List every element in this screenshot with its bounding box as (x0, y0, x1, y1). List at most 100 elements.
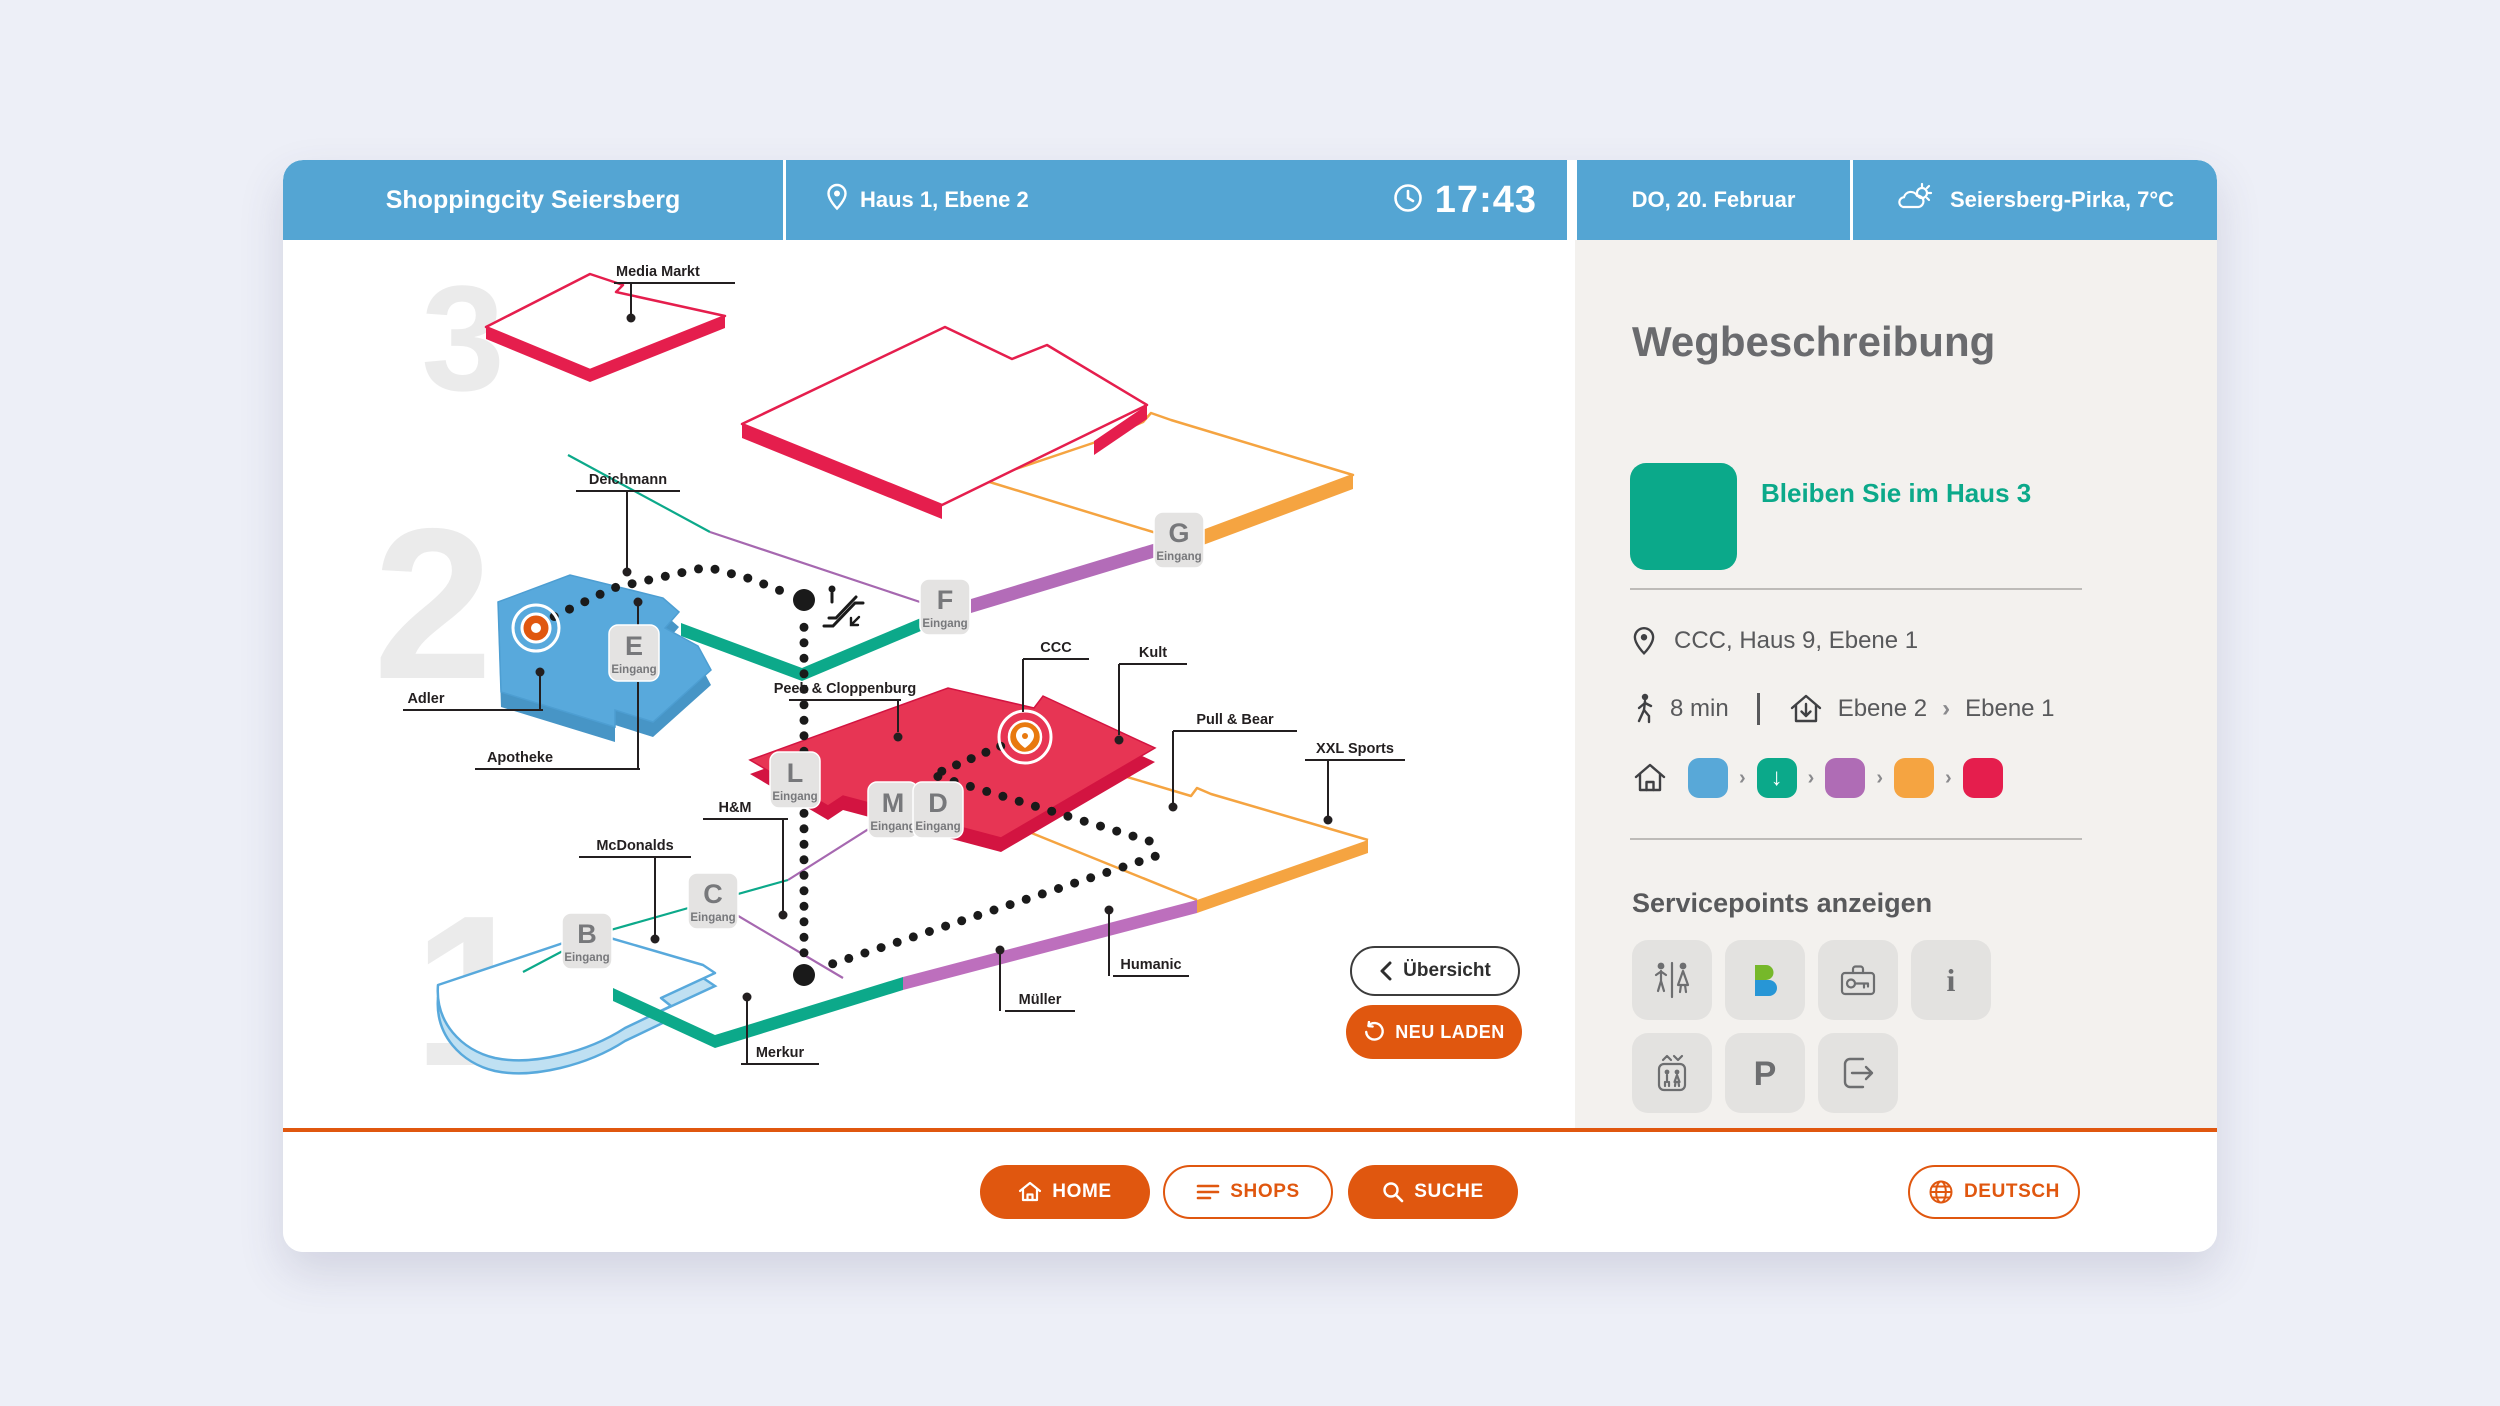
search-button[interactable]: SUCHE (1348, 1165, 1518, 1219)
shops-button[interactable]: SHOPS (1163, 1165, 1333, 1219)
start-marker (511, 603, 561, 653)
home-start-icon (1634, 763, 1666, 792)
servicepoint-elevator-button[interactable] (1632, 1033, 1712, 1113)
label-dots (535, 313, 1333, 1002)
header-weather-cell: Seiersberg-Pirka, 7°C (1853, 160, 2217, 240)
level-to: Ebene 1 (1965, 695, 2055, 722)
isometric-floor-map: 3 2 1 (373, 254, 1405, 1111)
servicepoint-bankomat-button[interactable] (1725, 940, 1805, 1020)
location-pin-icon (826, 183, 848, 217)
entrance-sublabel: Eingang (611, 664, 656, 676)
store-label-humanic: Humanic (1120, 957, 1181, 973)
route-step-chip (1962, 758, 2003, 798)
destination-text: CCC, Haus 9, Ebene 1 (1674, 627, 1919, 654)
route-step-chip (1894, 758, 1935, 798)
current-step-color-tile (1630, 463, 1737, 570)
header-bar: Shoppingcity Seiersberg Haus 1, Ebene 2 … (283, 160, 2217, 240)
divider (1630, 588, 2082, 590)
route-info-row: 8 min Ebene 2 › Ebene 1 (1632, 692, 2055, 726)
reload-icon (1365, 1021, 1385, 1041)
entrance-sublabel: Eingang (870, 821, 915, 833)
floor2-front-edges (681, 537, 1176, 681)
search-button-label: SUCHE (1414, 1181, 1484, 1202)
servicepoints-title: Servicepoints anzeigen (1632, 888, 1933, 918)
entrance-letter: C (703, 879, 723, 909)
servicepoint-parking-button[interactable]: P (1725, 1033, 1805, 1113)
chevron-right-icon: › (1945, 766, 1952, 789)
chevron-left-icon (1380, 961, 1392, 981)
route-step-chip (1825, 758, 1866, 798)
servicepoint-exit-button[interactable] (1818, 1033, 1898, 1113)
store-label-adler: Adler (407, 691, 444, 707)
search-icon (1383, 1182, 1404, 1203)
servicepoint-wc-button[interactable] (1632, 940, 1712, 1020)
store-label-kult: Kult (1139, 645, 1167, 661)
destination-pin-icon (1633, 626, 1655, 655)
destination-row: CCC, Haus 9, Ebene 1 (1632, 626, 1918, 656)
servicepoint-keys-button[interactable] (1818, 940, 1898, 1020)
floor-number-2: 2 (373, 483, 493, 724)
store-label-apotheke: Apotheke (487, 750, 553, 766)
list-icon (1196, 1184, 1220, 1200)
route-node-floor1 (793, 964, 815, 986)
overview-button[interactable]: Übersicht (1350, 946, 1520, 996)
chevron-right-icon: › (1739, 766, 1746, 789)
servicepoint-info-button[interactable]: i (1911, 940, 1991, 1020)
entrance-badge-e[interactable]: E Eingang (608, 624, 660, 682)
store-label-merkur: Merkur (756, 1045, 805, 1061)
entrance-letter: L (787, 758, 804, 788)
header-location-cell: Haus 1, Ebene 2 17:43 (786, 160, 1567, 240)
store-label-hm: H&M (718, 800, 751, 816)
clock-icon (1393, 183, 1423, 218)
home-button[interactable]: HOME (980, 1165, 1150, 1219)
entrance-e-dot (633, 597, 643, 607)
shops-button-label: SHOPS (1230, 1181, 1300, 1202)
entrance-sublabel: Eingang (1156, 551, 1201, 563)
entrance-letter: E (625, 631, 643, 661)
entrance-badge-d[interactable]: D Eingang (912, 781, 964, 839)
entrance-letter: F (937, 585, 954, 615)
entrance-badge-c[interactable]: C Eingang (687, 872, 739, 930)
svg-text:i: i (1947, 962, 1956, 998)
store-label-pull-bear: Pull & Bear (1196, 712, 1274, 728)
floor3-slab (484, 272, 727, 382)
mall-map[interactable]: 3 2 1 (283, 240, 1575, 1128)
store-label-deichmann: Deichmann (589, 472, 667, 488)
store-label-media-markt: Media Markt (616, 264, 700, 280)
clock-time: 17:43 (1434, 178, 1537, 221)
bankomat-icon (1755, 965, 1777, 996)
divider (1756, 693, 1760, 725)
entrance-badge-m[interactable]: M Eingang (867, 781, 919, 839)
route-color-sequence: ›↓››› (1688, 758, 2003, 798)
entrance-sublabel: Eingang (690, 912, 735, 924)
floor1-blue-building (436, 931, 718, 1075)
entrance-badge-f[interactable]: F Eingang (919, 578, 971, 636)
home-icon (1019, 1181, 1042, 1202)
entrance-letter: G (1168, 518, 1189, 548)
entrance-sublabel: Eingang (915, 821, 960, 833)
keys-icon (1840, 965, 1876, 996)
language-button[interactable]: DEUTSCH (1908, 1165, 2080, 1219)
entrance-badge-g[interactable]: G Eingang (1153, 511, 1205, 569)
store-label-xxl-sports: XXL Sports (1316, 741, 1394, 757)
store-label-mueller: Müller (1019, 992, 1062, 1008)
header-date: DO, 20. Februar (1577, 160, 1850, 240)
floor2-purple-edge (709, 530, 921, 604)
floor2-red-slab (740, 325, 1149, 519)
route-step-chip-down-arrow: ↓ (1756, 758, 1797, 798)
divider (1630, 838, 2082, 840)
svg-text:P: P (1754, 1055, 1777, 1093)
entrance-sublabel: Eingang (922, 618, 967, 630)
route-overview-row: ›↓››› (1632, 758, 2003, 798)
entrance-letter: D (928, 788, 948, 818)
entrance-letter: M (882, 788, 905, 818)
reload-button[interactable]: NEU LADEN (1346, 1005, 1522, 1059)
app-title: Shoppingcity Seiersberg (283, 160, 783, 240)
overview-button-label: Übersicht (1403, 960, 1491, 981)
route-node-escalator (793, 589, 815, 611)
store-label-peek-cloppenburg: Peek & Cloppenburg (774, 681, 917, 697)
